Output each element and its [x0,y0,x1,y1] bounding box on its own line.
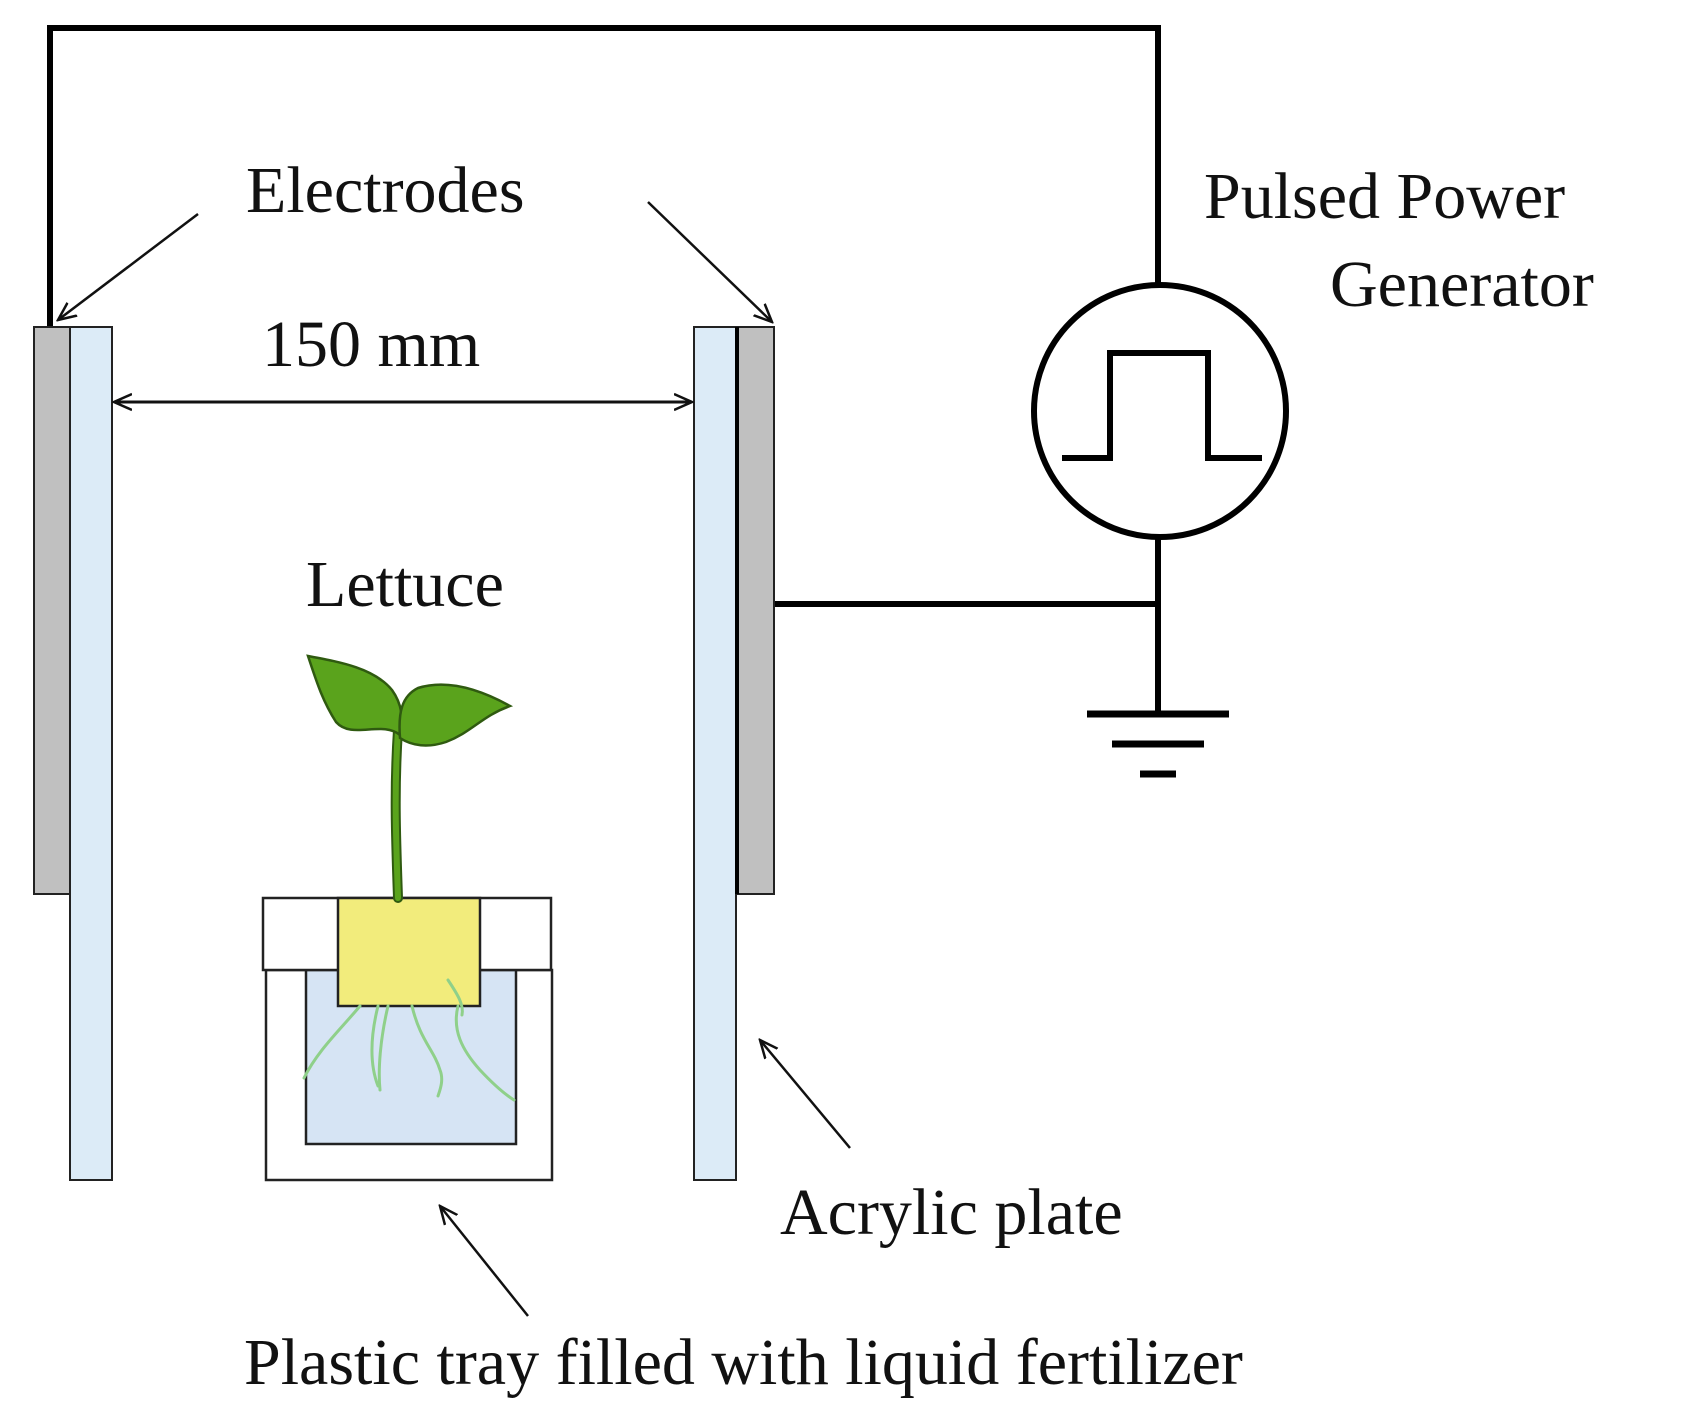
circuit-wires [47,25,1161,712]
right-electrode [737,326,775,895]
left-electrode [33,326,71,895]
electrode-pointer-right [647,201,772,322]
electrode-pointer-left [58,213,199,320]
lettuce-seedling-icon [306,654,514,903]
lettuce-leaf-right [398,683,514,747]
acrylic-pointer-arrow [760,1040,851,1149]
plastic-tray-label: Plastic tray filled with liquid fertiliz… [244,1326,1243,1399]
sponge-cube [336,896,482,1008]
left-acrylic-plate [69,326,113,1181]
electrodes-label: Electrodes [246,154,525,227]
lettuce-label: Lettuce [306,548,504,621]
generator-label-line2: Generator [1330,248,1594,321]
lettuce-roots [302,978,516,1102]
plastic-tray [261,896,554,1182]
lettuce-leaf-left [306,654,404,738]
ground-icon [1087,710,1229,778]
tray-pointer-arrow [440,1206,529,1317]
right-acrylic-plate [693,326,737,1181]
pulsed-power-generator-icon [1031,282,1289,540]
top-wire [47,25,1161,327]
distance-label: 150 mm [262,308,481,381]
generator-label-line1: Pulsed Power [1204,160,1566,233]
acrylic-plate-label: Acrylic plate [780,1176,1123,1249]
